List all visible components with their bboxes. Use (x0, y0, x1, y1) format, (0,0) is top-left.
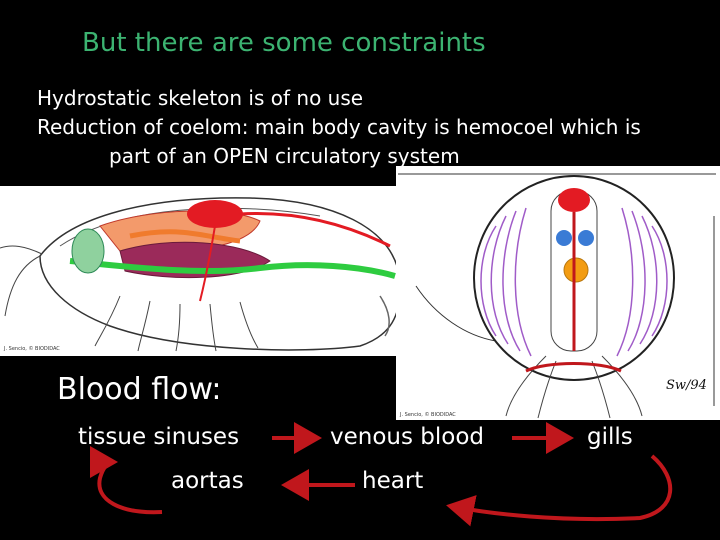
cross-section-figure: J. Sencio, © BIODIDAC Sw/94 (396, 166, 720, 420)
aortas-label: aortas (171, 468, 244, 494)
left-figure-credit: J. Sencio, © BIODIDAC (4, 346, 60, 352)
bullet-coelom-cont: part of an OPEN circulatory system (109, 144, 460, 168)
arrow-aortas-to-sinuses (89, 446, 163, 515)
crustacean-anatomy-figure: J. Sencio, © BIODIDAC (0, 186, 410, 356)
artist-signature: Sw/94 (666, 378, 707, 393)
right-figure-credit: J. Sencio, © BIODIDAC (400, 412, 456, 418)
heart-label: heart (362, 468, 424, 494)
slide-title: But there are some constraints (82, 28, 486, 58)
venous-blood-label: venous blood (330, 424, 485, 450)
bullet-hydrostatic: Hydrostatic skeleton is of no use (37, 86, 364, 110)
blood-flow-heading: Blood flow: (57, 372, 222, 407)
gills-label: gills (587, 424, 633, 450)
arrow-gills-to-heart (446, 454, 673, 527)
tissue-sinuses-label: tissue sinuses (78, 424, 240, 450)
bullet-coelom: Reduction of coelom: main body cavity is… (37, 115, 641, 139)
